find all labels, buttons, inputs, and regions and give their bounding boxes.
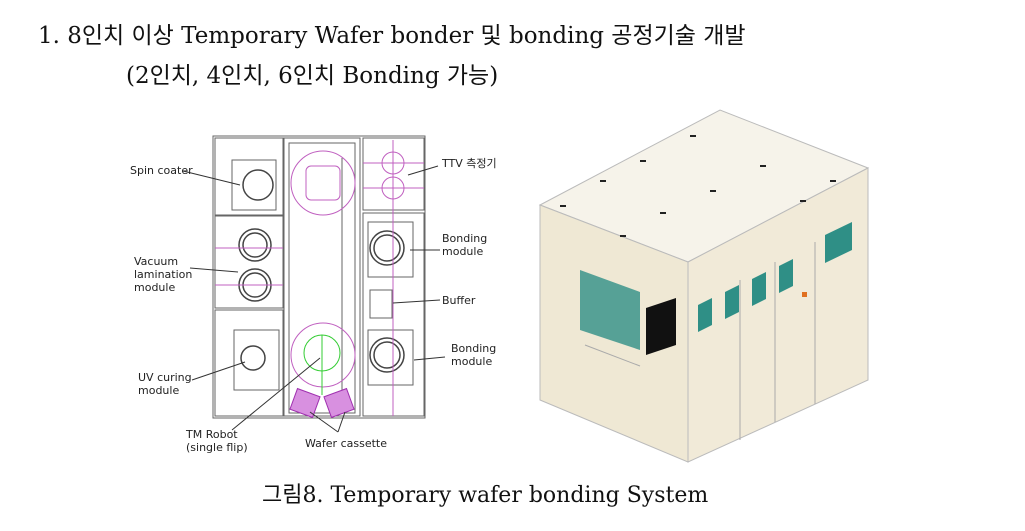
label-vacuum-lamination: Vacuum lamination module: [134, 255, 193, 294]
label-spin-coater: Spin coater: [130, 164, 193, 177]
heading-line-1: 1. 8인치 이상 Temporary Wafer bonder 및 bondi…: [38, 23, 746, 49]
label-tm-robot: TM Robot (single flip): [186, 428, 248, 454]
label-wafer-cassette: Wafer cassette: [305, 437, 387, 450]
label-uv-curing: UV curing module: [138, 371, 192, 397]
label-bonding-module-1: Bonding module: [442, 232, 488, 258]
label-buffer: Buffer: [442, 294, 476, 307]
figure-caption: 그림8. Temporary wafer bonding System: [262, 483, 709, 508]
label-ttv: TTV 측정기: [442, 157, 497, 170]
label-bonding-module-2: Bonding module: [451, 342, 497, 368]
heading-line-2: (2인치, 4인치, 6인치 Bonding 가능): [126, 63, 499, 89]
